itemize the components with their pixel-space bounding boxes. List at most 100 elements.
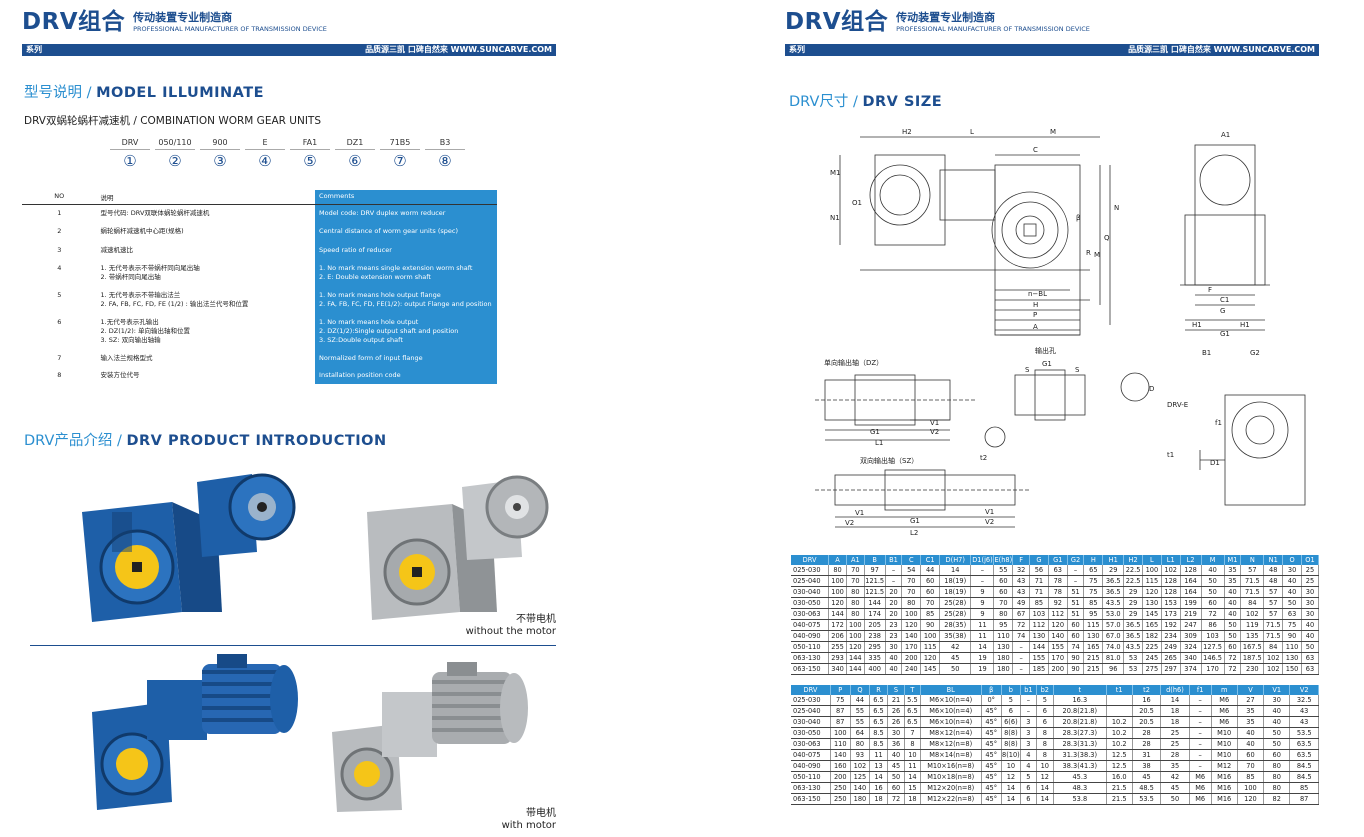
dim-cell: 8	[904, 738, 921, 750]
dim-cell: 25	[1160, 727, 1190, 739]
dim-cell: 45°	[981, 749, 1002, 761]
dim-cell: 5	[1036, 695, 1055, 706]
dim-cell: 18	[869, 793, 888, 805]
tagline-cn: 传动装置专业制造商	[896, 11, 996, 24]
dim-cell: 25(28)	[939, 597, 972, 609]
cn-line: 输入法兰规格型式	[100, 353, 153, 362]
dim-header-cell: b1	[1020, 685, 1037, 695]
dim-cell: 60	[887, 782, 906, 794]
dim-header-cell: t	[1053, 685, 1107, 695]
row-no: 4	[57, 263, 62, 272]
dim-cell: 20	[885, 597, 903, 609]
dim-cell: 167.5	[1240, 641, 1265, 653]
dim-cell: –	[970, 565, 995, 576]
label-output-hole: 输出孔	[1035, 346, 1056, 355]
dim-cell: 80	[828, 565, 847, 576]
svg-text:L: L	[970, 128, 974, 136]
dim-cell: 275	[1142, 663, 1162, 675]
code-text: FA1	[290, 138, 330, 150]
dim-cell: 6	[1001, 705, 1022, 717]
dim-cell: M10	[1211, 749, 1238, 761]
dim-cell: 146.5	[1201, 652, 1225, 664]
dim-cell: 50	[1263, 727, 1291, 739]
dim-cell: 90	[1067, 663, 1085, 675]
dim-cell: 6(6)	[1001, 716, 1022, 728]
dim-cell: 72	[887, 793, 906, 805]
dim-cell: 205	[864, 619, 886, 631]
dim-cell: M8×12(n=8)	[920, 738, 982, 750]
dim-header-cell: N	[1240, 555, 1265, 565]
dim-cell: 130	[1083, 630, 1104, 642]
dim-cell: M16	[1211, 782, 1238, 794]
row-no: 6	[57, 317, 62, 326]
caption-no-motor-cn: 不带电机	[516, 614, 556, 625]
dim-cell: 9	[970, 586, 995, 598]
dim-cell: 120	[828, 597, 847, 609]
model-title-cn: 型号说明 /	[24, 85, 97, 101]
dim-cell: 10	[1036, 760, 1055, 772]
svg-text:A1: A1	[1221, 131, 1230, 139]
dim-cell: 40	[1263, 705, 1291, 717]
dim-cell: 29	[1123, 586, 1143, 598]
dim-cell: 030-063	[791, 738, 831, 750]
dim-cell: 36.5	[1102, 586, 1125, 598]
dim-cell: 45	[939, 652, 972, 664]
dim-cell: 53	[1123, 663, 1143, 675]
dim-cell: 8.5	[869, 727, 888, 739]
dim-header-cell: β	[981, 685, 1002, 695]
dim-cell: 40	[1282, 575, 1302, 587]
dim-cell: 23	[885, 619, 903, 631]
model-table-header: NO 说明 Comments	[22, 190, 497, 205]
dim-cell: 100	[1142, 565, 1162, 576]
dim-cell: 11	[904, 760, 921, 772]
dim-cell: 16	[1132, 695, 1162, 706]
dim-cell: 6	[1020, 793, 1037, 805]
dim-cell: 45	[1132, 771, 1162, 783]
dim-header-cell: m	[1211, 685, 1238, 695]
dim-cell: 8(10)	[1001, 749, 1022, 761]
dim-cell: 12.5	[1106, 760, 1133, 772]
dim-cell: 180	[850, 793, 871, 805]
dim-cell: 10.2	[1106, 727, 1133, 739]
dim-cell: 63.5	[1289, 738, 1319, 750]
dim-cell: 93	[850, 749, 871, 761]
dim-cell: M6	[1189, 793, 1212, 805]
dim-cell: 165	[1142, 619, 1162, 631]
row-no: 7	[57, 353, 62, 362]
dim-cell: 71.5	[1240, 575, 1265, 587]
dim-header-cell: F	[1012, 555, 1031, 565]
dim-cell: 42	[1160, 771, 1190, 783]
dim-cell: 43.5	[1102, 597, 1125, 609]
dim-cell: 102	[1263, 663, 1284, 675]
dim-cell: 250	[830, 793, 851, 805]
row-en-comment: Normalized form of input flange	[315, 349, 497, 367]
dim-cell: 199	[1180, 597, 1202, 609]
svg-text:t2: t2	[980, 454, 987, 462]
dim-cell: 72	[1224, 663, 1242, 675]
dim-cell: 8(8)	[1001, 738, 1022, 750]
dim-cell: 74	[1067, 641, 1085, 653]
dim-cell: 335	[864, 652, 886, 664]
dim-cell: 48.5	[1132, 782, 1162, 794]
dim-cell: 16	[869, 782, 888, 794]
dim-cell: 85	[1083, 597, 1104, 609]
brand-tagline: 传动装置专业制造商 PROFESSIONAL MANUFACTURER OF T…	[896, 8, 1090, 34]
brand-header-left: DRV组合 传动装置专业制造商 PROFESSIONAL MANUFACTURE…	[22, 8, 327, 38]
code-text: 900	[200, 138, 240, 150]
dim-header-cell: H1	[1102, 555, 1125, 565]
dim-cell: –	[1189, 695, 1212, 706]
dim-cell: 67.0	[1102, 630, 1125, 642]
dim-cell: 40	[1224, 608, 1242, 620]
dim-header-cell: M	[1201, 555, 1225, 565]
svg-text:t1: t1	[1167, 451, 1174, 459]
dim-cell: 60	[1263, 749, 1291, 761]
code-number: ①	[123, 152, 137, 170]
svg-text:P: P	[1033, 311, 1037, 319]
row-no: 8	[57, 370, 62, 379]
dim-cell: 170	[901, 641, 922, 653]
row-cn-description: 输入法兰规格型式	[97, 350, 316, 367]
